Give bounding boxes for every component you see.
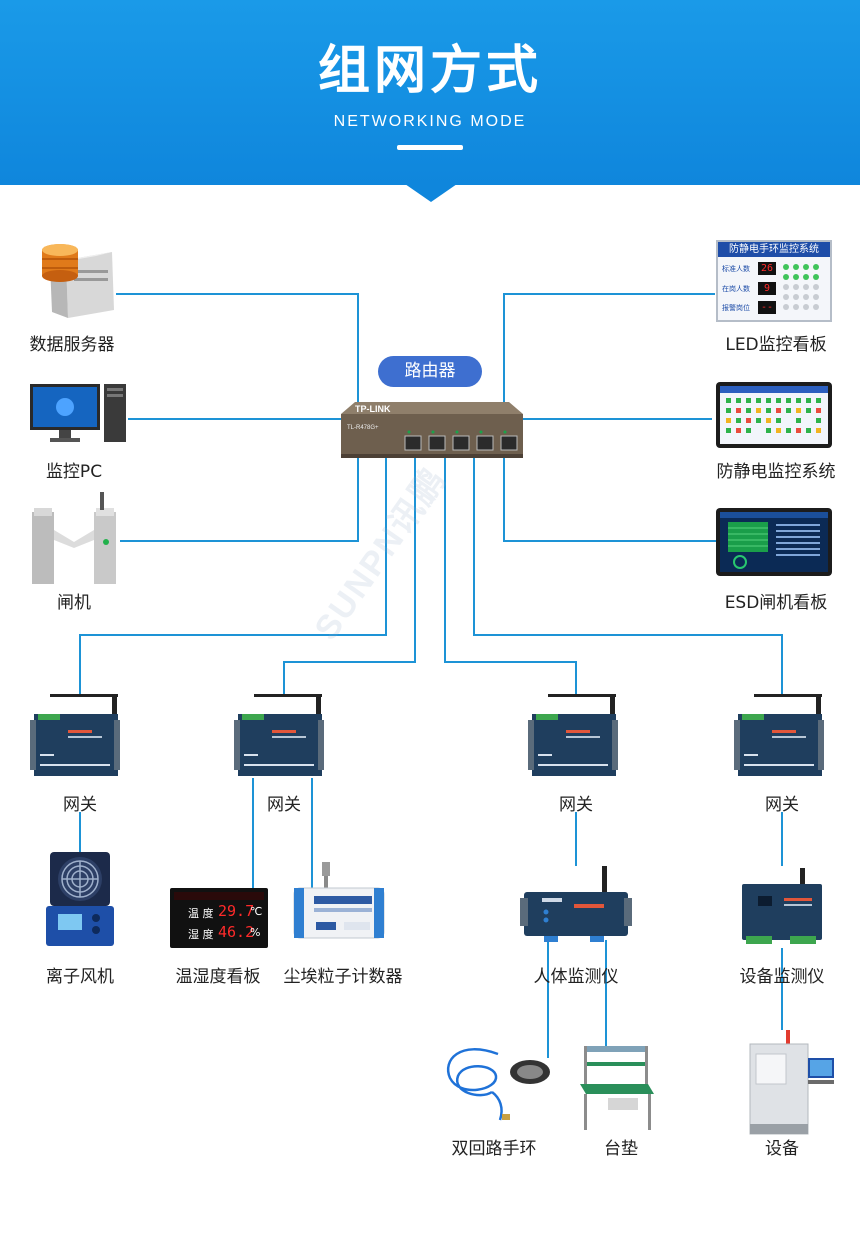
led-board-title: 防静电手环监控系统 [718, 242, 830, 257]
esd-gate-board-icon [716, 508, 832, 576]
th-board-icon: 温 度 29.7 ℃ 湿 度 46.2 % [170, 888, 268, 948]
led-row2-value: 9 [758, 282, 776, 295]
mat-label: 台垫 [604, 1139, 638, 1159]
th-temp-value: 29.7 [218, 902, 255, 920]
router-brand: TP-LINK [355, 404, 391, 414]
antistatic-system-label: 防静电监控系统 [716, 462, 836, 482]
th-board-label: 温湿度看板 [175, 967, 261, 987]
dust-counter-label: 尘埃粒子计数器 [283, 967, 403, 987]
equipment-icon [749, 1030, 834, 1135]
gateway-1-label: 网关 [63, 795, 97, 815]
pc-label: 监控PC [45, 462, 103, 482]
line-gw1 [79, 458, 387, 695]
gateway-3-icon [528, 694, 618, 776]
led-board-icon: 防静电手环监控系统 标准人数 26 在岗人数 9 报警岗位 -- [716, 240, 832, 322]
dust-counter-icon [293, 862, 385, 939]
router-label: 路由器 [378, 356, 482, 387]
line-led [503, 293, 715, 403]
gateway-4-icon [734, 694, 824, 776]
led-row3-value: -- [758, 301, 776, 314]
equipment-label: 设备 [765, 1139, 799, 1159]
th-hum-value: 46.2 [218, 923, 255, 941]
server-label: 数据服务器 [29, 335, 115, 355]
dual-wristband-icon [447, 1048, 550, 1121]
th-temp-label: 温 度 [188, 907, 214, 920]
router-icon: TP-LINK TL-R478G+ [341, 402, 523, 458]
led-row2-label: 在岗人数 [722, 285, 750, 293]
equipment-monitor-label: 设备监测仪 [739, 967, 825, 987]
body-monitor-label: 人体监测仪 [533, 967, 619, 987]
dual-wristband-label: 双回路手环 [451, 1139, 537, 1159]
mat-icon [580, 1046, 654, 1130]
gateway-2-label: 网关 [267, 795, 301, 815]
line-gate [120, 458, 359, 542]
esd-gate-board-label: ESD闸机看板 [724, 593, 828, 613]
led-board-label: LED监控看板 [725, 335, 827, 355]
th-hum-unit: % [250, 926, 261, 939]
th-hum-label: 湿 度 [188, 928, 214, 941]
page-title: 组网方式 [317, 41, 542, 101]
led-dot-grid [783, 264, 819, 310]
gateway-1-icon [30, 694, 120, 776]
body-monitor-icon [520, 866, 632, 942]
line-esd [503, 458, 718, 542]
antistatic-system-icon [716, 382, 832, 448]
led-row3-label: 报警岗位 [722, 304, 750, 312]
gate-icon [32, 492, 116, 584]
ion-fan-icon [46, 852, 114, 946]
router-model: TL-R478G+ [347, 425, 379, 431]
equipment-monitor-icon [742, 868, 822, 944]
led-row1-value: 26 [758, 262, 776, 275]
th-temp-unit: ℃ [250, 905, 263, 918]
server-icon [42, 244, 114, 318]
gateway-4-label: 网关 [765, 795, 799, 815]
pc-icon [30, 384, 126, 442]
line-server [116, 293, 359, 403]
line-gw2 [283, 458, 416, 695]
line-gw4 [473, 458, 783, 695]
title-underline [397, 145, 463, 150]
header-banner: 组网方式 NETWORKING MODE [0, 0, 860, 185]
gateway-3-label: 网关 [559, 795, 593, 815]
gateway-2-icon [234, 694, 324, 776]
led-row1-label: 标准人数 [722, 265, 750, 273]
gate-label: 闸机 [57, 593, 91, 613]
line-gw3 [444, 458, 577, 695]
header-notch [405, 184, 457, 202]
page-subtitle: NETWORKING MODE [333, 113, 527, 130]
ion-fan-label: 离子风机 [46, 967, 114, 987]
